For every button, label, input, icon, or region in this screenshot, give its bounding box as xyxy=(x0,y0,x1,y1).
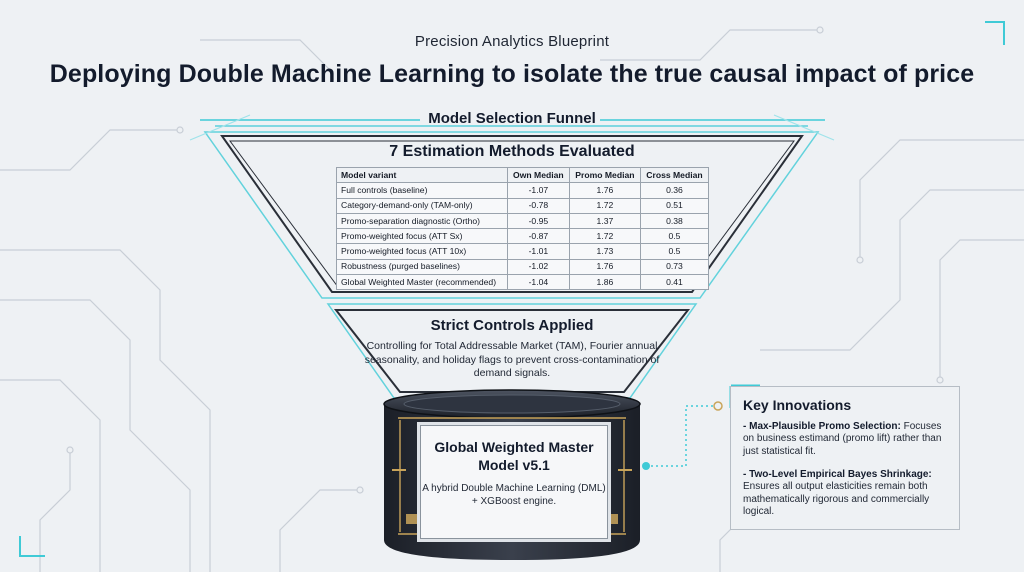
table-cell: 1.76 xyxy=(568,258,641,276)
table-header-row: Model variant Own Median Promo Median Cr… xyxy=(336,166,710,184)
column-header: Cross Median xyxy=(639,166,710,184)
table-cell: Global Weighted Master (recommended) xyxy=(336,274,508,291)
table-row: Promo-weighted focus (ATT Sx) -0.87 1.72… xyxy=(336,228,710,245)
connector-line xyxy=(642,401,723,470)
table-cell: -1.02 xyxy=(506,258,570,276)
column-header: Model variant xyxy=(336,166,508,184)
table-cell: 0.73 xyxy=(639,258,710,276)
table-cell: 0.36 xyxy=(639,182,710,199)
table-row: Global Weighted Master (recommended) -1.… xyxy=(336,274,710,291)
page-title: Deploying Double Machine Learning to iso… xyxy=(49,60,975,88)
controls-description: Controlling for Total Addressable Market… xyxy=(364,340,660,379)
table-cell: 1.73 xyxy=(568,243,641,260)
table-cell: 0.41 xyxy=(639,274,710,291)
eyebrow-title: Precision Analytics Blueprint xyxy=(414,33,610,50)
innovation-text: Focuses on business estimand (promo lift… xyxy=(743,421,942,457)
circuit-traces xyxy=(0,29,1024,572)
model-comparison-table: Model variant Own Median Promo Median Cr… xyxy=(336,166,710,291)
table-row: Robustness (purged baselines) -1.02 1.76… xyxy=(336,258,710,276)
column-header: Own Median xyxy=(506,166,570,184)
table-cell: Full controls (baseline) xyxy=(336,182,508,199)
innovation-item: - Max-Plausible Promo Selection: Focuses… xyxy=(743,421,953,458)
table-cell: Category-demand-only (TAM-only) xyxy=(336,197,508,214)
table-cell: Promo-weighted focus (ATT 10x) xyxy=(336,243,508,260)
innovation-label: - Max-Plausible Promo Selection: xyxy=(743,421,901,432)
innovations-title: Key Innovations xyxy=(743,397,852,413)
table-row: Promo-weighted focus (ATT 10x) -1.01 1.7… xyxy=(336,243,710,260)
table-cell: 1.72 xyxy=(568,197,641,214)
table-row: Promo-separation diagnostic (Ortho) -0.9… xyxy=(336,212,710,230)
master-model-title: Global Weighted Master Model v5.1 xyxy=(434,439,594,473)
table-cell: -1.07 xyxy=(506,182,570,199)
innovation-text: Ensures all output elasticities remain b… xyxy=(743,481,930,517)
corner-brackets xyxy=(19,21,1005,557)
table-cell: 0.51 xyxy=(639,197,710,214)
funnel-label: Model Selection Funnel xyxy=(428,110,596,127)
table-cell: 1.37 xyxy=(568,212,641,230)
master-model-card: Global Weighted Master Model v5.1 A hybr… xyxy=(420,425,608,539)
column-header: Promo Median xyxy=(568,166,641,184)
table-row: Full controls (baseline) -1.07 1.76 0.36 xyxy=(336,182,710,199)
methods-title: 7 Estimation Methods Evaluated xyxy=(389,143,635,160)
table-cell: -1.01 xyxy=(506,243,570,260)
table-cell: 0.38 xyxy=(639,212,710,230)
innovation-item: - Two-Level Empirical Bayes Shrinkage: E… xyxy=(743,469,953,518)
table-cell: -0.95 xyxy=(506,212,570,230)
table-cell: -1.04 xyxy=(506,274,570,291)
master-model-subtitle: A hybrid Double Machine Learning (DML) +… xyxy=(422,483,606,507)
table-cell: -0.87 xyxy=(506,228,570,245)
controls-title: Strict Controls Applied xyxy=(430,317,594,334)
table-cell: 1.86 xyxy=(568,274,641,291)
table-cell: Promo-separation diagnostic (Ortho) xyxy=(336,212,508,230)
table-cell: 1.72 xyxy=(568,228,641,245)
table-cell: -0.78 xyxy=(506,197,570,214)
table-cell: 1.76 xyxy=(568,182,641,199)
table-cell: Promo-weighted focus (ATT Sx) xyxy=(336,228,508,245)
key-innovations-card: Key Innovations - Max-Plausible Promo Se… xyxy=(730,386,960,530)
table-cell: Robustness (purged baselines) xyxy=(336,258,508,276)
table-cell: 0.5 xyxy=(639,243,710,260)
table-row: Category-demand-only (TAM-only) -0.78 1.… xyxy=(336,197,710,214)
innovation-label: - Two-Level Empirical Bayes Shrinkage: xyxy=(743,469,932,480)
upper-funnel-outline xyxy=(189,114,835,299)
table-cell: 0.5 xyxy=(639,228,710,245)
